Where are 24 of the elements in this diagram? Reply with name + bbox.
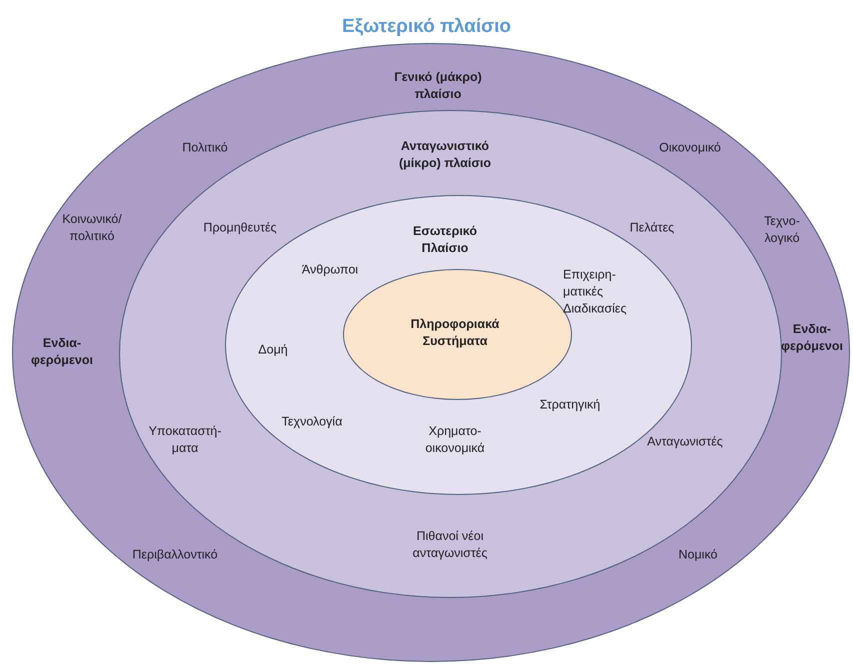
context-heading: Ανταγωνιστικό (μίκρο) πλαίσιο (398, 138, 492, 172)
context-heading: Εσωτερικό Πλαίσιο (412, 223, 478, 257)
factor-label: Στρατηγική (538, 396, 602, 414)
factor-label: Τεχνολογία (280, 414, 344, 430)
factor-label: Οικονομικό (658, 140, 722, 156)
diagram-title: Εξωτερικό πλαίσιο (340, 16, 512, 38)
factor-label: Πιθανοί νέοι ανταγωνιστές (412, 528, 488, 562)
factor-label: Άνθρωποι (300, 262, 360, 278)
factor-label: Κοινωνικό/ πολιτικό (61, 211, 123, 245)
factor-label: Χρηματο- οικονομικά (424, 423, 486, 457)
factor-label: Προμηθευτές (202, 220, 278, 236)
factor-label: Τεχνο- λογικό (763, 213, 801, 247)
factor-label: Νομικό (677, 546, 718, 564)
factor-label: Επιχειρη- ματικές Διαδικασίες (563, 266, 628, 318)
factor-label: Ενδια- φερόμενοι (780, 321, 844, 355)
context-heading: Πληροφοριακά Συστήματα (410, 316, 500, 350)
factor-label: Πελάτες (628, 220, 676, 236)
factor-label: Ενδια- φερόμενοι (30, 335, 94, 369)
factor-label: Υποκαταστή- ματα (148, 423, 222, 457)
factor-label: Δομή (257, 342, 289, 358)
factor-label: Ανταγωνιστές (646, 434, 724, 450)
factor-label: Πολιτικό (181, 140, 229, 156)
context-heading: Γενικό (μάκρο) πλαίσιο (393, 69, 483, 103)
factor-label: Περιβαλλοντικό (131, 546, 219, 564)
